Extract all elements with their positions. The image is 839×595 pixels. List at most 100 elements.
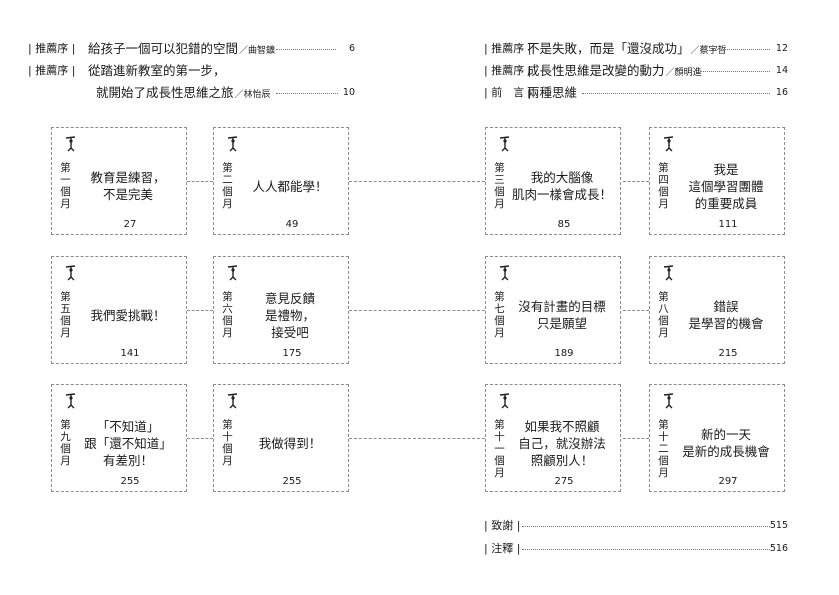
chapter-title: 人人都能學！: [252, 178, 328, 194]
toc-tag: | 推薦序 |: [28, 64, 76, 77]
month-label: 第一個月: [60, 162, 71, 210]
month-card[interactable]: 第六個月 意見反饋 是禮物， 接受吧 175: [213, 256, 349, 364]
month-label: 第八個月: [658, 291, 669, 339]
climber-icon: [663, 136, 674, 152]
chapter-page: 111: [718, 219, 738, 230]
toc-entry[interactable]: | 前 言 | 兩種思維 16: [484, 85, 790, 101]
connector-line: [349, 438, 485, 439]
climber-icon: [227, 265, 238, 281]
connector-line: [623, 310, 649, 311]
toc-title: 兩種思維: [527, 85, 578, 100]
toc-author: ／顏明進: [665, 68, 702, 78]
toc-leader: [712, 49, 770, 50]
month-card[interactable]: 第一個月 教育是練習， 不是完美 27: [51, 127, 187, 235]
toc-title: 從踏進新教室的第一步，: [88, 63, 226, 78]
chapter-title: 我做得到！: [258, 435, 322, 451]
toc-leader: [700, 71, 770, 72]
chapter-page: 255: [282, 476, 302, 487]
month-label: 第十個月: [222, 419, 233, 467]
toc-page: 10: [342, 87, 355, 98]
chapter-title: 意見反饋 是禮物， 接受吧: [264, 290, 315, 340]
chapter-page: 175: [282, 348, 302, 359]
month-label: 第五個月: [60, 291, 71, 339]
toc-leader: [522, 549, 770, 550]
chapter-title: 如果我不照顧 自己，就沒辦法 照顧別人！: [518, 418, 606, 468]
month-card[interactable]: 第十一個月 如果我不照顧 自己，就沒辦法 照顧別人！ 275: [485, 384, 621, 492]
toc-title: 就開始了成長性思維之旅／林怡辰: [96, 85, 271, 100]
toc-leader: [276, 49, 336, 50]
month-label: 第十一個月: [494, 419, 505, 479]
toc-page: 16: [775, 87, 788, 98]
toc-title: 給孩子一個可以犯錯的空間／曲智鑛: [88, 41, 276, 56]
month-card[interactable]: 第八個月 錯誤 是學習的機會 215: [649, 256, 785, 364]
month-card[interactable]: 第七個月 沒有計畫的目標 只是願望 189: [485, 256, 621, 364]
toc-author: ／曲智鑛: [239, 46, 276, 56]
toc-leader: [276, 93, 338, 94]
month-card[interactable]: 第二個月 人人都能學！ 49: [213, 127, 349, 235]
connector-line: [349, 181, 485, 182]
toc-page: 14: [775, 65, 788, 76]
climber-icon: [65, 136, 76, 152]
month-card[interactable]: 第三個月 我的大腦像 肌肉一樣會成長！ 85: [485, 127, 621, 235]
toc-title: 不是失敗，而是「還沒成功」／蔡宇哲: [527, 41, 727, 56]
chapter-page: 85: [557, 219, 571, 230]
chapter-title: 我的大腦像 肌肉一樣會成長！: [511, 170, 612, 202]
toc-tag: | 注釋 |: [484, 542, 521, 555]
toc-entry[interactable]: | 致謝 | 515: [484, 518, 790, 534]
chapter-page: 297: [718, 476, 738, 487]
toc-author: ／蔡宇哲: [690, 46, 727, 56]
month-label: 第六個月: [222, 291, 233, 339]
chapter-page: 141: [120, 348, 140, 359]
month-label: 第七個月: [494, 291, 505, 339]
connector-line: [623, 181, 649, 182]
toc-tag: | 推薦序 |: [28, 42, 76, 55]
month-card[interactable]: 第九個月 「不知道」 跟「還不知道」 有差別！ 255: [51, 384, 187, 492]
toc-page: 516: [769, 543, 788, 554]
month-card[interactable]: 第十個月 我做得到！ 255: [213, 384, 349, 492]
toc-page: 12: [775, 43, 788, 54]
toc-tag: | 致謝 |: [484, 519, 521, 532]
month-label: 第三個月: [494, 162, 505, 210]
toc-tag: | 推薦序 |: [484, 64, 532, 77]
connector-line: [349, 310, 485, 311]
toc-entry-continuation[interactable]: 就開始了成長性思維之旅／林怡辰 10: [28, 85, 358, 101]
chapter-page: 215: [718, 348, 738, 359]
toc-entry[interactable]: | 注釋 | 516: [484, 541, 790, 557]
chapter-title: 我是 這個學習團體 的重要成員: [688, 161, 764, 211]
month-label: 第九個月: [60, 419, 71, 467]
chapter-page: 27: [123, 219, 137, 230]
connector-line: [187, 181, 213, 182]
month-card[interactable]: 第四個月 我是 這個學習團體 的重要成員 111: [649, 127, 785, 235]
chapter-title: 教育是練習， 不是完美: [90, 170, 166, 202]
toc-tag: | 推薦序 |: [484, 42, 532, 55]
climber-icon: [663, 393, 674, 409]
month-card[interactable]: 第五個月 我們愛挑戰！ 141: [51, 256, 187, 364]
toc-author: ／林怡辰: [234, 90, 271, 100]
toc-entry[interactable]: | 推薦序 | 給孩子一個可以犯錯的空間／曲智鑛 6: [28, 41, 358, 57]
climber-icon: [663, 265, 674, 281]
climber-icon: [65, 393, 76, 409]
climber-icon: [65, 265, 76, 281]
toc-entry[interactable]: | 推薦序 | 從踏進新教室的第一步，: [28, 63, 358, 79]
toc-page: 6: [348, 43, 355, 54]
chapter-title: 我們愛挑戰！: [90, 307, 166, 323]
chapter-title: 沒有計畫的目標 只是願望: [518, 299, 606, 331]
connector-line: [187, 310, 213, 311]
toc-entry[interactable]: | 推薦序 | 不是失敗，而是「還沒成功」／蔡宇哲 12: [484, 41, 790, 57]
toc-tag: | 前 言 |: [484, 86, 532, 99]
toc-title: 成長性思維是改變的動力／顏明進: [527, 63, 702, 78]
chapter-page: 49: [285, 219, 299, 230]
chapter-page: 189: [554, 348, 574, 359]
chapter-title: 「不知道」 跟「還不知道」 有差別！: [84, 418, 172, 468]
month-label: 第十二個月: [658, 419, 669, 479]
climber-icon: [499, 265, 510, 281]
climber-icon: [227, 136, 238, 152]
month-card[interactable]: 第十二個月 新的一天 是新的成長機會 297: [649, 384, 785, 492]
month-label: 第二個月: [222, 162, 233, 210]
toc-page: 515: [769, 520, 788, 531]
toc-leader: [582, 93, 770, 94]
chapter-title: 新的一天 是新的成長機會: [682, 427, 770, 459]
climber-icon: [499, 136, 510, 152]
toc-entry[interactable]: | 推薦序 | 成長性思維是改變的動力／顏明進 14: [484, 63, 790, 79]
chapter-title: 錯誤 是學習的機會: [688, 299, 764, 331]
